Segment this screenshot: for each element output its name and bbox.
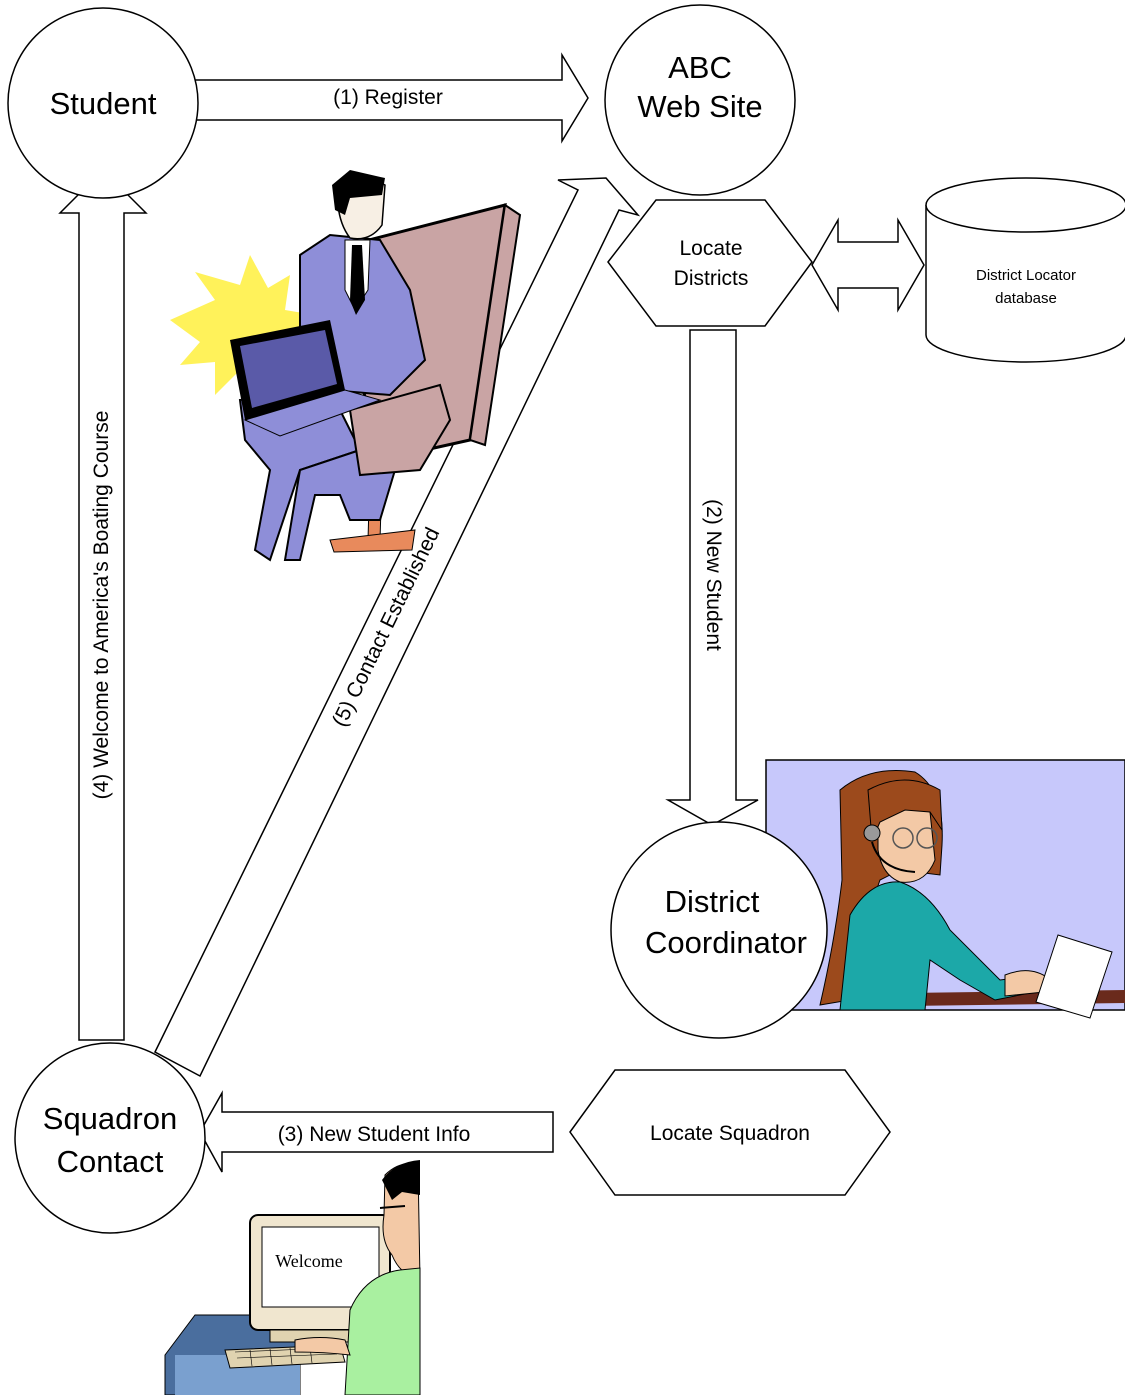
student-label: Student bbox=[50, 86, 157, 121]
new-student-label: (2) New Student bbox=[702, 499, 725, 651]
district-coordinator-node: District Coordinator bbox=[610, 821, 828, 1039]
database-double-arrow bbox=[811, 217, 925, 313]
district-locator-database: District Locator database bbox=[925, 177, 1125, 363]
squadron-contact-node: Squadron Contact bbox=[14, 1042, 206, 1234]
student-node: Student bbox=[7, 7, 199, 199]
register-arrow: (1) Register bbox=[192, 52, 589, 144]
screen-text: Welcome bbox=[275, 1251, 343, 1271]
database-label-1: District Locator bbox=[976, 267, 1076, 284]
coordinator-label: Coordinator bbox=[645, 925, 807, 960]
register-label: (1) Register bbox=[333, 86, 443, 109]
locate-districts-label-2: Districts bbox=[674, 267, 749, 290]
new-student-info-label: (3) New Student Info bbox=[278, 1123, 471, 1146]
abc-website-node: ABC Web Site bbox=[604, 4, 796, 196]
contact-label: Contact bbox=[57, 1144, 164, 1179]
squadron-label: Squadron bbox=[43, 1101, 177, 1136]
database-label-2: database bbox=[995, 290, 1057, 307]
computer-user-icon: Welcome bbox=[164, 1160, 421, 1395]
welcome-course-arrow: (4) Welcome to America's Boating Course bbox=[58, 168, 148, 1041]
welcome-course-label: (4) Welcome to America's Boating Course bbox=[90, 411, 113, 800]
locate-districts-label-1: Locate bbox=[679, 237, 742, 260]
website-label: Web Site bbox=[637, 89, 762, 124]
headset-operator-icon bbox=[765, 759, 1125, 1019]
locate-squadron-label: Locate Squadron bbox=[650, 1122, 810, 1145]
new-student-arrow: (2) New Student bbox=[665, 329, 759, 826]
contact-established-label: (5) Contact Established bbox=[328, 524, 444, 730]
locate-districts-process: Locate Districts bbox=[607, 199, 813, 327]
district-label: District bbox=[665, 884, 760, 919]
new-student-info-arrow: (3) New Student Info bbox=[199, 1090, 554, 1173]
businessman-laptop-icon bbox=[170, 170, 522, 562]
abc-label: ABC bbox=[668, 50, 732, 85]
locate-squadron-process: Locate Squadron bbox=[569, 1069, 891, 1196]
